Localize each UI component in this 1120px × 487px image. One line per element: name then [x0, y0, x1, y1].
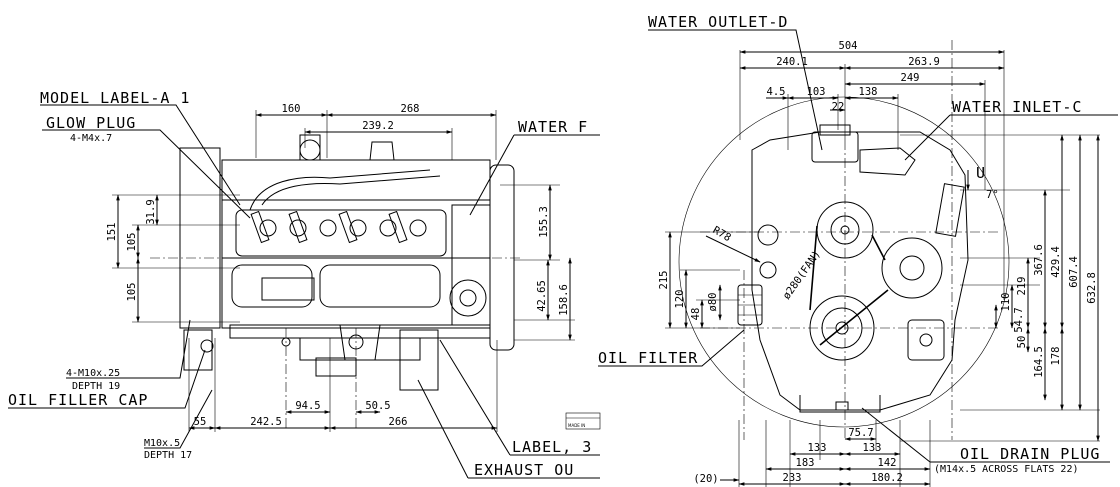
oil-filter-stub: [315, 357, 357, 377]
dim-42-65: 42.65: [536, 280, 548, 312]
callout-depth-19: DEPTH 19: [72, 381, 120, 392]
dim-phi-80: ø80: [707, 293, 719, 312]
injector-row: [250, 210, 427, 244]
dim-367-6: 367.6: [1033, 244, 1045, 276]
dim-31-9: 31.9: [145, 199, 157, 224]
engine-block: [221, 159, 491, 329]
dim-r78: R78: [711, 224, 733, 244]
callout-oil-drain-plug: OIL DRAIN PLUG: [960, 445, 1100, 463]
dim-219: 219: [1016, 277, 1028, 296]
dim-22: 22: [832, 101, 845, 113]
callout-exhaust-out: EXHAUST OU: [474, 461, 574, 479]
dim-105-lower: 105: [126, 283, 138, 302]
callout-oil-drain-sub: (M14x.5 ACROSS FLATS 22): [934, 464, 1079, 475]
callout-glow-plug-sub: 4-M4x.7: [70, 133, 112, 144]
made-in-text: MADE IN: [568, 423, 585, 428]
dim-75-7: 75.7: [848, 427, 873, 439]
dim-183: 183: [796, 457, 815, 469]
dim-50: 50: [1016, 336, 1028, 349]
valve-cover: [235, 209, 447, 257]
dim-263-9: 263.9: [908, 56, 940, 68]
callout-label-3: LABEL, 3: [512, 438, 592, 456]
callout-m10-5: M10x.5: [144, 438, 180, 449]
dim-164-5: 164.5: [1033, 346, 1045, 378]
callout-oil-filter: OIL FILTER: [598, 349, 698, 367]
callout-model-label: MODEL LABEL-A 1: [40, 89, 190, 107]
dim-94-5: 94.5: [295, 400, 320, 412]
oil-pan: [299, 338, 421, 361]
dim-632-8: 632.8: [1086, 272, 1098, 304]
starter-motor: [907, 319, 945, 361]
dim-110: 110: [1000, 293, 1012, 312]
water-pump-pulley: [449, 279, 487, 317]
dim-607-4: 607.4: [1068, 256, 1080, 288]
callout-glow-plug: GLOW PLUG: [46, 114, 136, 132]
dim-151: 151: [106, 223, 118, 242]
dim-249: 249: [901, 72, 920, 84]
fan-circle: [678, 96, 1010, 428]
dim-138: 138: [859, 86, 878, 98]
callout-water-outlet: WATER OUTLET-D: [648, 13, 788, 31]
callout-bolt-m10: 4-M10x.25: [66, 368, 120, 379]
dim-55: 55: [194, 416, 207, 428]
flywheel-housing: [179, 147, 221, 329]
dim-155-3: 155.3: [538, 206, 550, 238]
dim-20: (20): [693, 473, 718, 485]
thermostat-housing: [811, 131, 859, 163]
dim-133-right: 133: [863, 442, 882, 454]
dim-215: 215: [658, 271, 670, 290]
callout-water-inlet: WATER INLET-C: [952, 98, 1082, 116]
dim-50-5: 50.5: [365, 400, 390, 412]
left-side-view: 160 268 239.2 151 105 31.9 105 155.3 42.…: [8, 103, 601, 479]
dim-142: 142: [878, 457, 897, 469]
dim-fan-280: ø280(FAN): [781, 248, 823, 301]
dim-160: 160: [282, 103, 301, 115]
water-inlet-pipe: [859, 147, 916, 176]
dim-233: 233: [783, 472, 802, 484]
callout-water-f: WATER F: [518, 118, 588, 136]
callout-oil-filler-cap: OIL FILLER CAP: [8, 391, 148, 409]
right-front-view: 504 240.1 263.9 249 4.5 103 138 22 215 1…: [598, 29, 1118, 487]
dim-105-upper: 105: [126, 233, 138, 252]
dim-268: 268: [401, 103, 420, 115]
dim-504: 504: [839, 40, 858, 52]
dim-54-7: 54.7: [1013, 307, 1025, 332]
front-engine-outline: [751, 131, 969, 411]
exhaust-manifold: [399, 329, 439, 391]
fan-belt: [809, 225, 889, 346]
label-u: U: [976, 164, 986, 182]
dim-242-5: 242.5: [250, 416, 282, 428]
made-in-box: [565, 412, 601, 430]
dim-48: 48: [690, 308, 702, 321]
dim-429-4: 429.4: [1050, 246, 1062, 278]
front-fan-pulley: [489, 164, 515, 351]
dim-239-2: 239.2: [362, 120, 394, 132]
dim-180-2: 180.2: [871, 472, 903, 484]
dim-240-1: 240.1: [776, 56, 808, 68]
dim-103: 103: [807, 86, 826, 98]
dim-133-left: 133: [808, 442, 827, 454]
model-label-plate: [261, 277, 315, 301]
dim-266: 266: [389, 416, 408, 428]
dim-120: 120: [674, 290, 686, 309]
oil-drain-plug: [835, 401, 849, 411]
oil-filler-cap: [200, 339, 214, 353]
dim-4-5: 4.5: [767, 86, 786, 98]
model-label-leader: [40, 104, 241, 206]
callout-depth-17: DEPTH 17: [144, 450, 192, 461]
dim-7-degrees: 7°: [986, 189, 999, 201]
filter-canister: [299, 134, 321, 160]
dim-158-6: 158.6: [558, 284, 570, 316]
dim-178: 178: [1050, 347, 1062, 366]
alternator: [881, 237, 943, 299]
